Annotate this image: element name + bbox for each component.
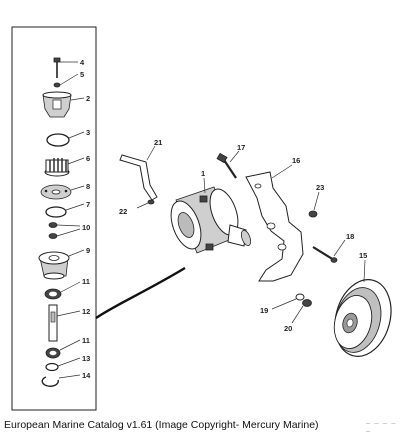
callout-11-lower: 11 [82, 336, 90, 345]
part-22-bolt [147, 199, 155, 205]
callout-22: 22 [119, 207, 127, 216]
part-20-nut [302, 299, 312, 307]
part-11-seal-lower [45, 347, 61, 359]
part-2-housing-cover [42, 91, 72, 118]
callout-4: 4 [80, 58, 85, 67]
callout-18: 18 [346, 232, 354, 241]
part-4-screw [53, 57, 61, 78]
callout-1: 1 [201, 169, 205, 178]
part-16-mounting-bracket [245, 171, 304, 282]
connector-line [95, 266, 186, 319]
callout-19: 19 [260, 306, 268, 315]
callout-21: 21 [154, 138, 162, 147]
part-13-washer [45, 362, 59, 372]
callout-6: 6 [86, 154, 90, 163]
part-17-stud [216, 152, 237, 179]
part-12-shaft [48, 304, 58, 342]
callout-23: 23 [316, 183, 324, 192]
callout-11-upper: 11 [82, 277, 90, 286]
part-14-snap-ring [41, 376, 59, 387]
part-19-washer [295, 293, 305, 301]
callout-9: 9 [86, 246, 90, 255]
part-18-bolt [312, 246, 338, 263]
callout-8: 8 [86, 182, 90, 191]
part-3-o-ring [46, 133, 70, 147]
callout-12: 12 [82, 307, 90, 316]
part-21-bracket-arm [119, 154, 158, 201]
catalog-caption: European Marine Catalog v1.61 (Image Cop… [4, 419, 319, 431]
corner-mark: _ _ _ _ _ [366, 418, 396, 434]
part-15-pulley [333, 279, 392, 357]
part-9-pump-base [38, 251, 70, 280]
callout-10: 10 [82, 223, 90, 232]
part-11-seal-upper [44, 288, 62, 300]
callout-13: 13 [82, 354, 90, 363]
part-10-nuts [48, 222, 58, 239]
callout-16: 16 [292, 156, 300, 165]
exploded-view-frame [11, 26, 97, 411]
part-7-gasket [45, 206, 67, 218]
callout-5: 5 [80, 70, 84, 79]
part-1-pump-body [170, 186, 252, 254]
callout-17: 17 [237, 143, 245, 152]
callout-3: 3 [86, 128, 90, 137]
callout-2: 2 [86, 94, 90, 103]
callout-14: 14 [82, 371, 91, 380]
callout-15: 15 [359, 251, 367, 260]
part-6-impeller [44, 158, 70, 177]
part-23-nut [308, 210, 318, 218]
callout-20: 20 [284, 324, 292, 333]
part-8-wear-plate [40, 184, 72, 200]
callout-7: 7 [86, 200, 90, 209]
part-5-washer [53, 82, 61, 88]
